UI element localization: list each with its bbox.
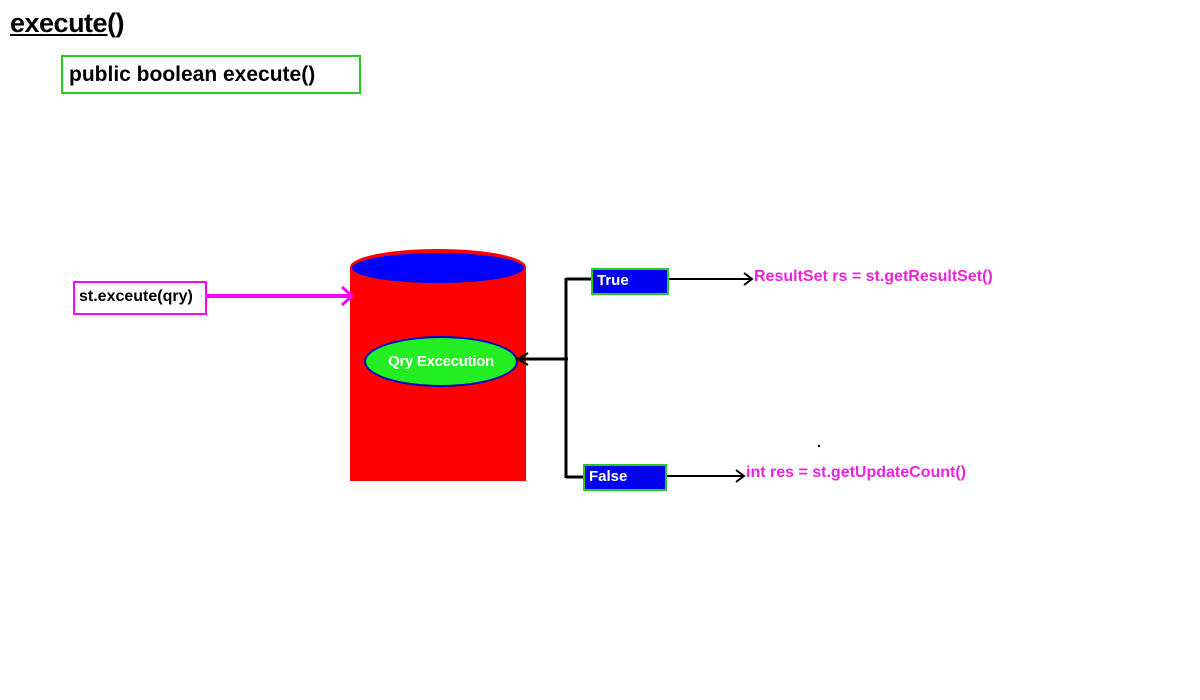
method-signature: public boolean execute() bbox=[69, 63, 316, 86]
query-execution-ellipse: Qry Excecution bbox=[364, 336, 518, 387]
true-arrow bbox=[669, 272, 754, 286]
database-cylinder-top-face bbox=[352, 253, 524, 283]
input-call-label: st.exceute(qry) bbox=[79, 288, 193, 305]
query-execution-label: Qry Excecution bbox=[388, 353, 494, 370]
page-title: execute() bbox=[10, 8, 125, 38]
true-result-text: ResultSet rs = st.getResultSet() bbox=[754, 268, 993, 285]
database-cylinder-top bbox=[350, 249, 526, 285]
false-branch-box: False bbox=[583, 464, 667, 491]
method-signature-box: public boolean execute() bbox=[61, 55, 361, 94]
database-cylinder bbox=[350, 249, 526, 481]
input-arrow bbox=[205, 285, 355, 307]
false-result-text: int res = st.getUpdateCount() bbox=[746, 464, 967, 481]
true-branch-box: True bbox=[591, 268, 669, 295]
false-arrow bbox=[667, 469, 746, 483]
branch-connector bbox=[516, 277, 592, 479]
stray-dot bbox=[817, 444, 821, 448]
